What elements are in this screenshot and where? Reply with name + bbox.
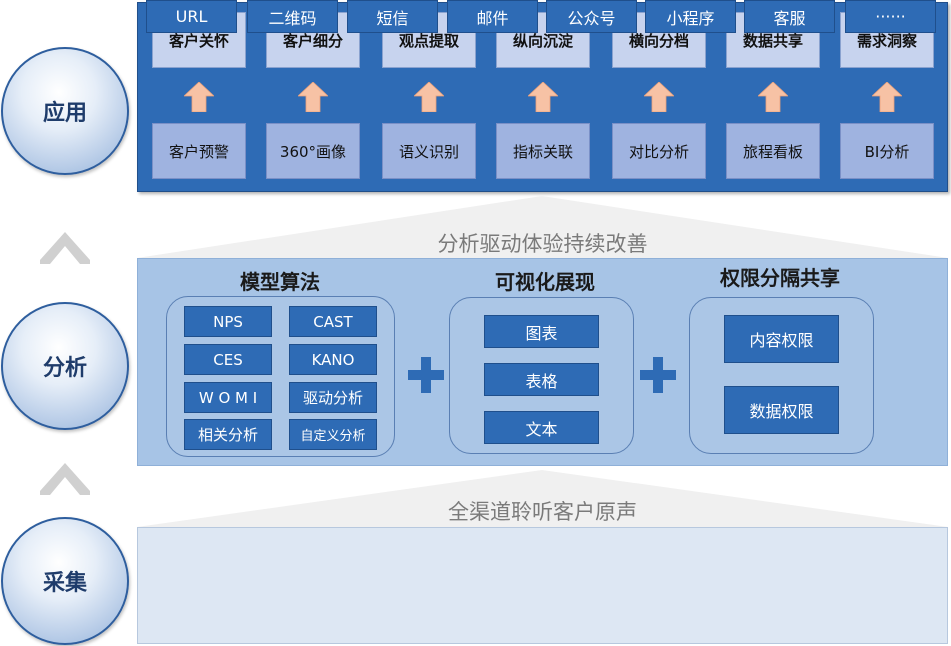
visual-button: 表格 <box>484 363 599 396</box>
application-bottom-box: 360°画像 <box>266 123 360 179</box>
application-bottom-box: 客户预警 <box>152 123 246 179</box>
plus-icon <box>408 357 444 393</box>
up-arrow-icon <box>872 82 902 112</box>
layer-circle-collection: 采集 <box>1 517 129 645</box>
application-bottom-box: 旅程看板 <box>726 123 820 179</box>
up-arrow-icon <box>644 82 674 112</box>
model-button: NPS <box>184 306 272 337</box>
visual-group-title: 可视化展现 <box>495 270 595 294</box>
model-button: 驱动分析 <box>289 382 377 413</box>
chevron-up-icon <box>40 232 90 264</box>
visual-button: 文本 <box>484 411 599 444</box>
application-top-box: 需求洞察 <box>840 12 934 68</box>
layer-circle-analysis: 分析 <box>1 302 129 430</box>
up-arrow-icon <box>414 82 444 112</box>
up-arrow-icon <box>184 82 214 112</box>
layer-label-application: 应用 <box>42 101 87 126</box>
model-button: CES <box>184 344 272 375</box>
application-bottom-box: 指标关联 <box>496 123 590 179</box>
channel-button: ······ <box>845 0 936 33</box>
channel-button: 二维码 <box>247 0 338 33</box>
collection-panel <box>137 527 948 644</box>
model-button: W O M I <box>184 382 272 413</box>
model-group-title: 模型算法 <box>240 270 320 294</box>
model-button: KANO <box>289 344 377 375</box>
permission-button: 数据权限 <box>724 386 839 434</box>
channel-button: 短信 <box>347 0 438 33</box>
application-bottom-box: 语义识别 <box>382 123 476 179</box>
band-upper <box>137 196 948 258</box>
up-arrow-icon <box>758 82 788 112</box>
up-arrow-icon <box>528 82 558 112</box>
band-lower <box>137 470 948 527</box>
up-arrow-icon <box>298 82 328 112</box>
permission-button: 内容权限 <box>724 315 839 363</box>
chevron-up-icon <box>40 463 90 495</box>
layer-circle-application: 应用 <box>1 47 129 175</box>
layer-label-collection: 采集 <box>42 571 87 596</box>
visual-button: 图表 <box>484 315 599 348</box>
application-bottom-box: 对比分析 <box>612 123 706 179</box>
channel-button: 邮件 <box>447 0 538 33</box>
channel-button: 小程序 <box>645 0 736 33</box>
permission-group-title: 权限分隔共享 <box>720 266 840 290</box>
channel-button: 客服 <box>744 0 835 33</box>
application-bottom-box: BI分析 <box>840 123 934 179</box>
band-lower-text: 全渠道聆听客户原声 <box>448 500 637 524</box>
model-button: CAST <box>289 306 377 337</box>
model-button: 相关分析 <box>184 419 272 450</box>
channel-button: URL <box>146 0 237 33</box>
band-upper-text: 分析驱动体验持续改善 <box>437 232 648 256</box>
layer-label-analysis: 分析 <box>42 356 87 381</box>
model-button: 自定义分析 <box>289 419 377 450</box>
channel-button: 公众号 <box>546 0 637 33</box>
plus-icon <box>640 357 676 393</box>
